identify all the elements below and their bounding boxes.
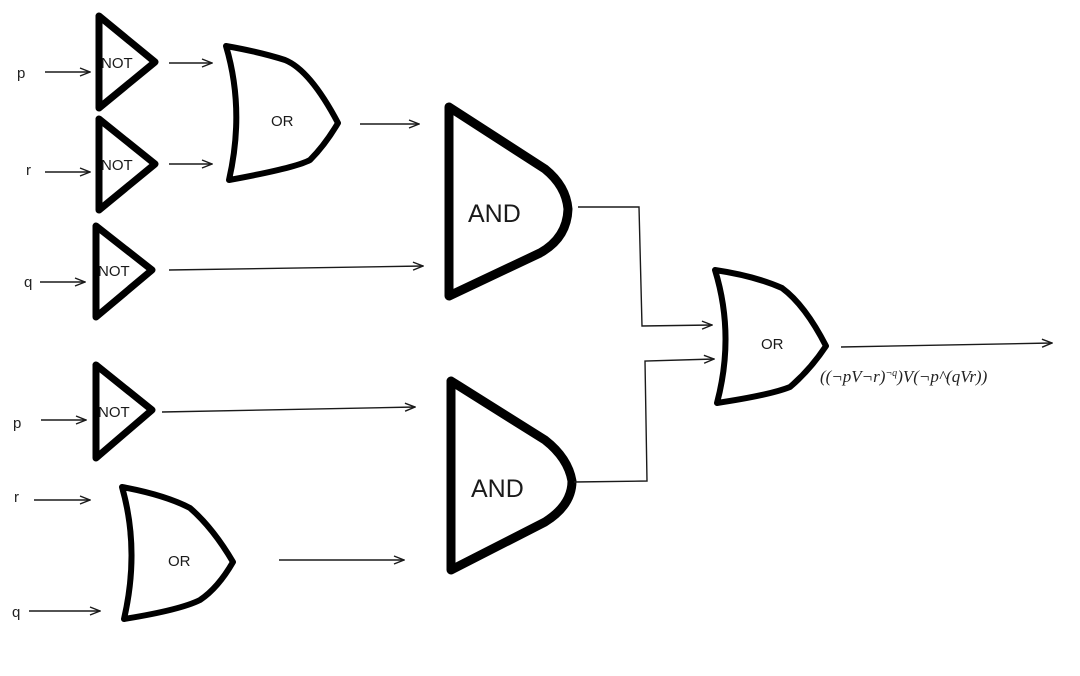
not-gate-label: NOT [101,157,133,174]
output-expression: ((¬pV¬r)¬q)V(¬p^(qVr)) [820,367,988,386]
not-gate-label: NOT [101,55,133,72]
input-label-p-2: p [13,415,21,432]
or-gate-final: OR [712,267,829,406]
wire-and2-to-or-final [573,359,714,483]
and-gate-label: AND [468,200,521,228]
and-gate-label: AND [471,475,524,503]
expr-part-a: ((¬pV¬r) [820,367,886,386]
not-gate-q1: NOT [92,222,156,321]
wire-and1-to-or-final [578,206,712,326]
expr-part-b: )V(¬p^(qVr)) [896,367,987,386]
expr-superscript: ¬q [885,368,897,379]
wire-output [840,343,1052,347]
input-label-r-1: r [26,162,31,179]
not-gate-label: NOT [98,263,130,280]
wire-notq1-to-and1 [168,266,423,270]
not-gate-r1: NOT [95,115,159,214]
or-gate-label: OR [168,553,191,570]
not-gate-p1: NOT [95,12,159,112]
not-gate-label: NOT [98,404,130,421]
input-label-p-1: p [17,65,25,82]
input-label-r-2: r [14,489,19,506]
and-gate-1: AND [444,102,573,301]
input-label-q-2: q [12,604,20,621]
input-label-q-1: q [24,274,32,291]
and-gate-2: AND [446,376,577,575]
or-gate-label: OR [271,113,294,130]
or-gate-label: OR [761,336,784,353]
or-gate-2: OR [119,484,236,622]
or-gate-1: OR [223,43,341,183]
wire-notp2-to-and2 [161,407,415,413]
not-gate-p2: NOT [92,361,156,462]
